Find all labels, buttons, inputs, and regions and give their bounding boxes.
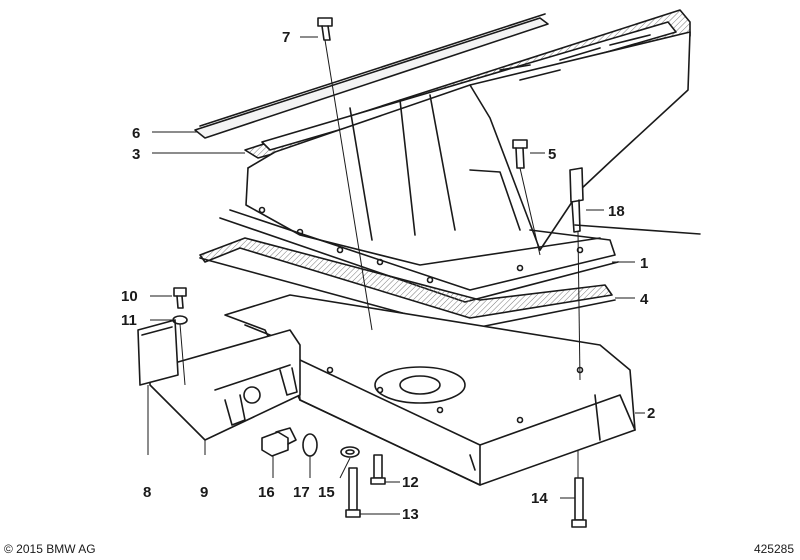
callout-2: 2 bbox=[647, 405, 655, 422]
washer-part-17 bbox=[302, 433, 318, 457]
bracket-part-9 bbox=[149, 329, 301, 441]
callout-14: 14 bbox=[531, 490, 548, 507]
callout-10: 10 bbox=[121, 288, 138, 305]
callout-11: 11 bbox=[121, 312, 137, 329]
bolt-part-10 bbox=[173, 287, 187, 309]
washer-part-15 bbox=[340, 446, 360, 458]
callout-5: 5 bbox=[548, 146, 556, 163]
callout-6: 6 bbox=[132, 125, 140, 142]
bolt-part-14 bbox=[571, 477, 587, 528]
diagram-number: 425285 bbox=[753, 542, 794, 556]
callout-7: 7 bbox=[282, 29, 290, 46]
bracket-plate-part-8 bbox=[137, 319, 179, 386]
upper-oil-pan-part-1 bbox=[219, 31, 701, 303]
pin-part-18 bbox=[569, 167, 584, 233]
callout-16: 16 bbox=[258, 484, 275, 501]
leader-lines bbox=[147, 36, 645, 515]
callout-15: 15 bbox=[318, 484, 335, 501]
callout-3: 3 bbox=[132, 146, 140, 163]
drain-plug-part-16 bbox=[261, 427, 297, 457]
bolt-part-12 bbox=[370, 454, 386, 485]
callout-18: 18 bbox=[608, 203, 625, 220]
callout-labels: 1 2 3 4 5 6 7 8 9 10 11 12 13 14 15 16 1… bbox=[121, 29, 655, 523]
bolt-part-7 bbox=[317, 17, 333, 41]
callout-9: 9 bbox=[200, 484, 208, 501]
callout-13: 13 bbox=[402, 506, 419, 523]
callout-17: 17 bbox=[293, 484, 310, 501]
copyright-notice: © 2015 BMW AG bbox=[4, 542, 96, 556]
callout-1: 1 bbox=[640, 255, 648, 272]
callout-8: 8 bbox=[143, 484, 151, 501]
callout-12: 12 bbox=[402, 474, 419, 491]
cover-strip-part-6 bbox=[194, 13, 549, 139]
callout-4: 4 bbox=[640, 291, 649, 308]
bolt-part-13 bbox=[345, 467, 361, 518]
